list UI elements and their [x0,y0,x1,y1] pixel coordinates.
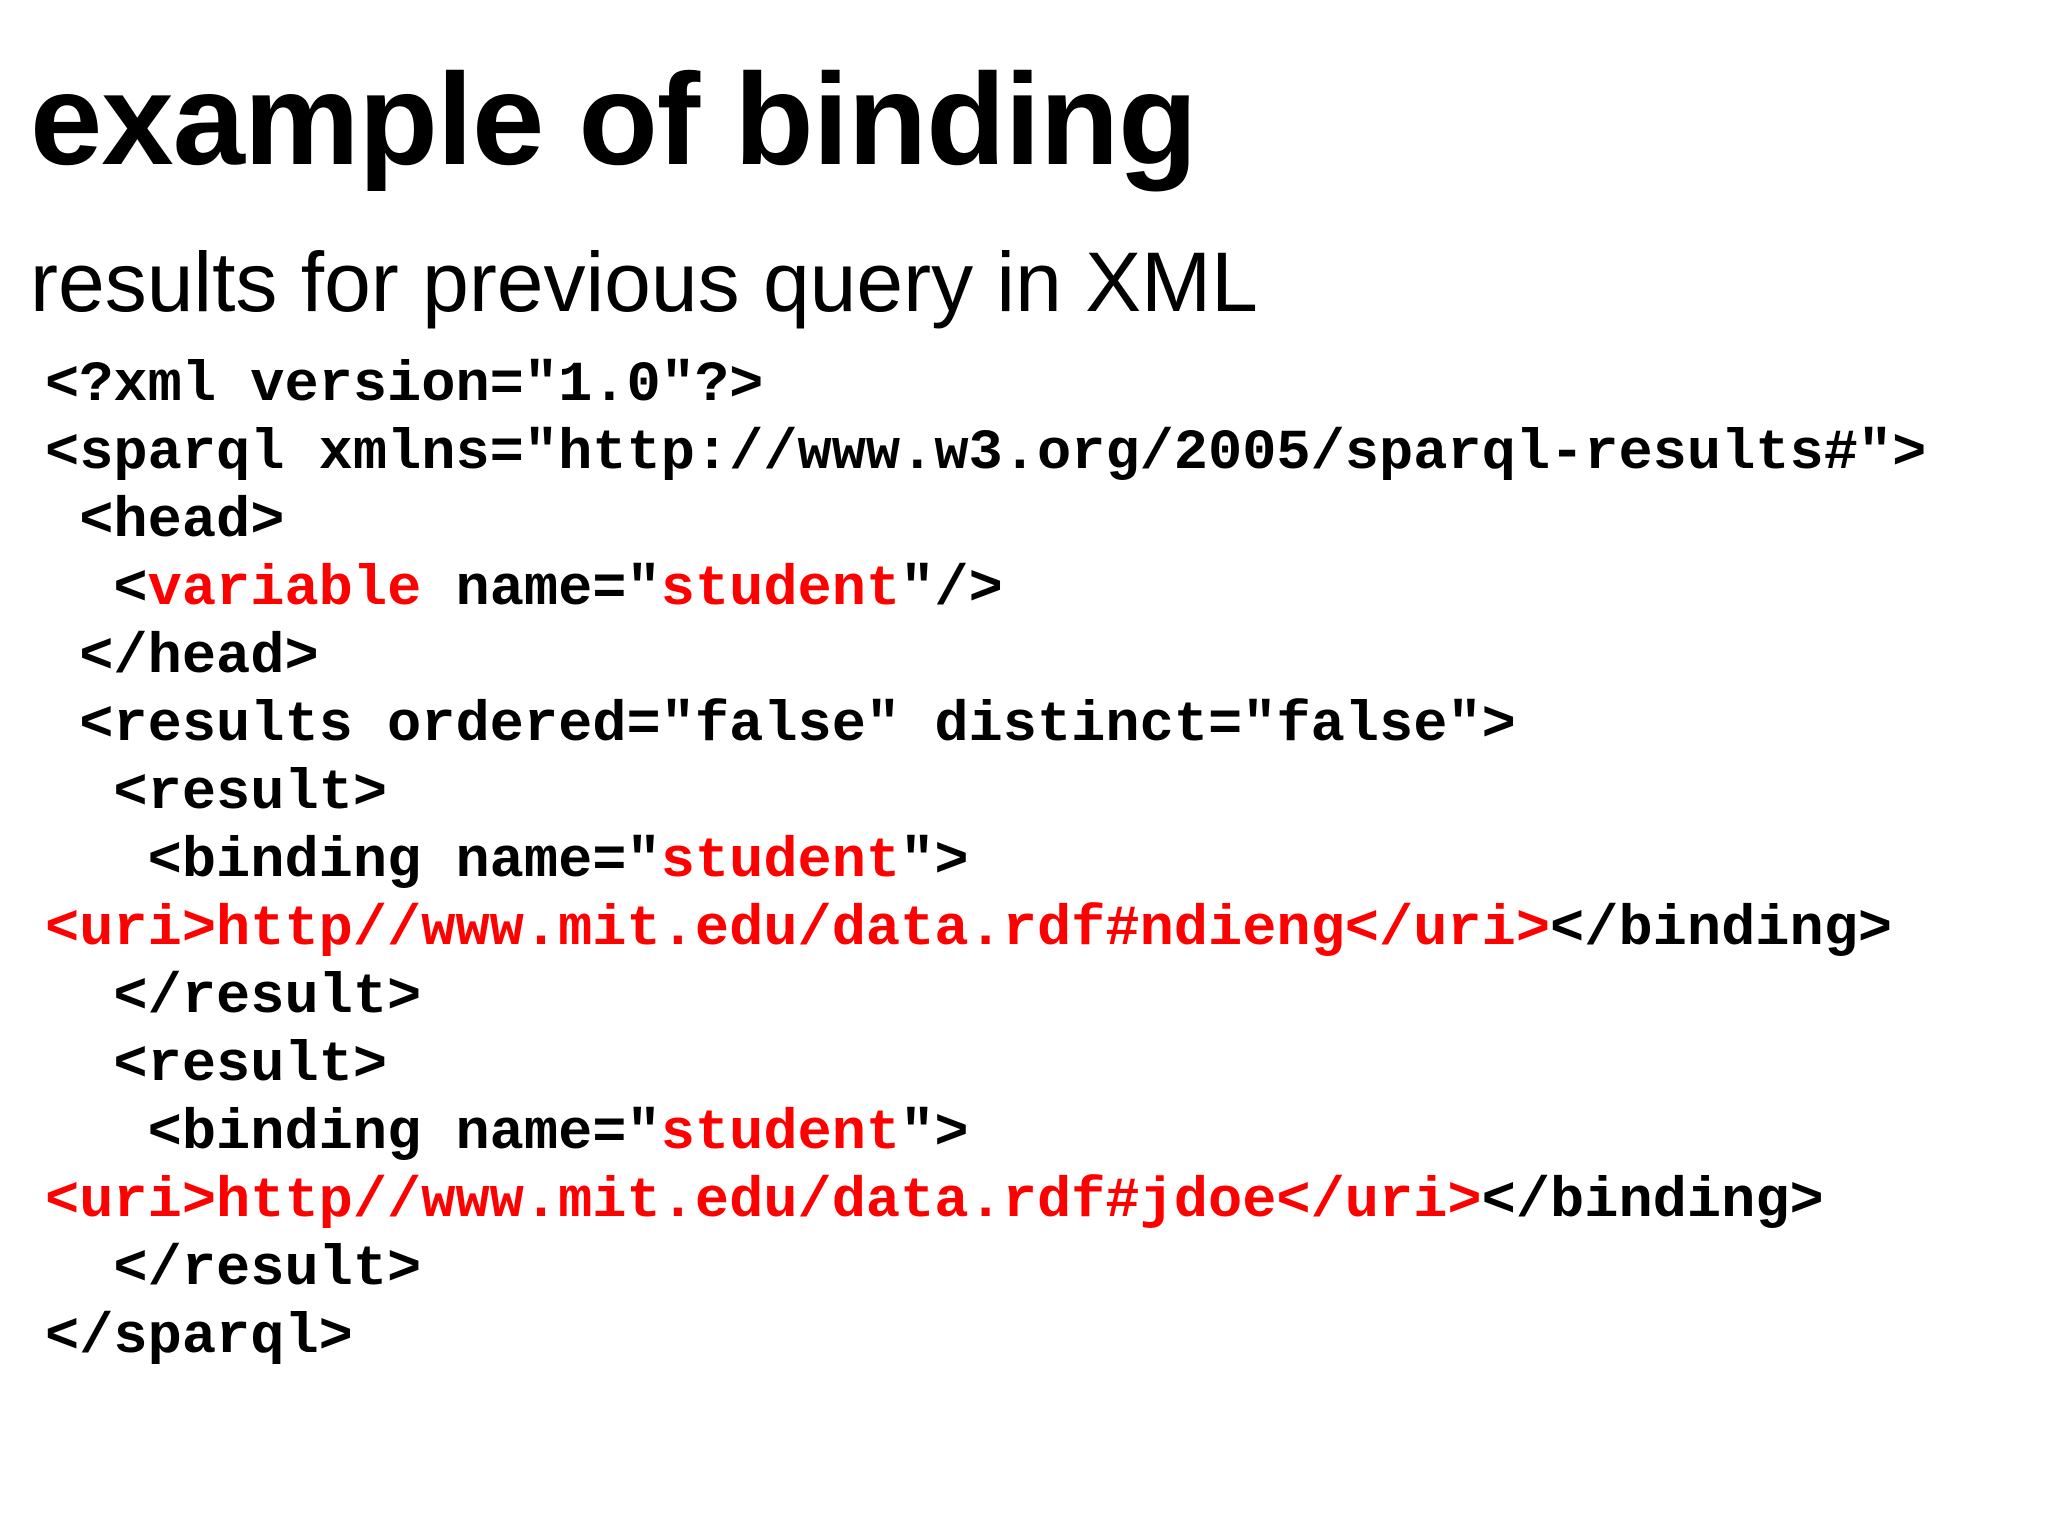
code-segment: </sparql> [45,1306,353,1370]
code-segment: name=" [421,558,661,622]
code-segment: "/> [900,558,1003,622]
code-highlight-segment: <uri>http//www.mit.edu/data.rdf#jdoe</ur… [45,1170,1482,1234]
code-segment: <?xml version="1.0"?> [45,354,764,418]
code-segment: </binding> [1550,898,1893,962]
code-segment: </binding> [1481,1170,1824,1234]
code-line: </result> [45,964,1926,1032]
code-line: <sparql xmlns="http://www.w3.org/2005/sp… [45,420,1926,488]
code-segment: <sparql xmlns="http://www.w3.org/2005/sp… [45,422,1927,486]
code-line: <variable name="student"/> [45,556,1926,624]
code-line: <binding name="student"> [45,828,1926,896]
code-highlight-segment: <uri>http//www.mit.edu/data.rdf#ndieng</… [45,898,1551,962]
xml-code-block: <?xml version="1.0"?><sparql xmlns="http… [45,352,1926,1372]
code-line: <result> [45,1032,1926,1100]
slide-subtitle: results for previous query in XML [30,235,1258,329]
code-line: <uri>http//www.mit.edu/data.rdf#jdoe</ur… [45,1168,1926,1236]
code-segment: </result> [45,966,422,1030]
code-segment: <binding name=" [45,1102,661,1166]
code-segment: "> [900,1102,969,1166]
code-highlight-segment: student [660,558,901,622]
code-segment: </head> [45,626,319,690]
code-segment: <result> [45,762,388,826]
code-line: <binding name="student"> [45,1100,1926,1168]
code-line: <result> [45,760,1926,828]
code-line: </sparql> [45,1304,1926,1372]
code-segment: "> [900,830,969,894]
code-highlight-segment: student [660,830,901,894]
code-line: <?xml version="1.0"?> [45,352,1926,420]
code-segment: <results ordered="false" distinct="false… [45,694,1516,758]
slide-title: example of binding [30,46,1198,192]
code-segment: < [45,558,148,622]
code-line: <uri>http//www.mit.edu/data.rdf#ndieng</… [45,896,1926,964]
code-segment: <head> [45,490,285,554]
code-segment: </result> [45,1238,422,1302]
code-segment: <binding name=" [45,830,661,894]
code-highlight-segment: student [660,1102,901,1166]
code-segment: <result> [45,1034,388,1098]
code-line: </result> [45,1236,1926,1304]
code-highlight-segment: variable [147,558,422,622]
code-line: <head> [45,488,1926,556]
code-line: </head> [45,624,1926,692]
code-line: <results ordered="false" distinct="false… [45,692,1926,760]
